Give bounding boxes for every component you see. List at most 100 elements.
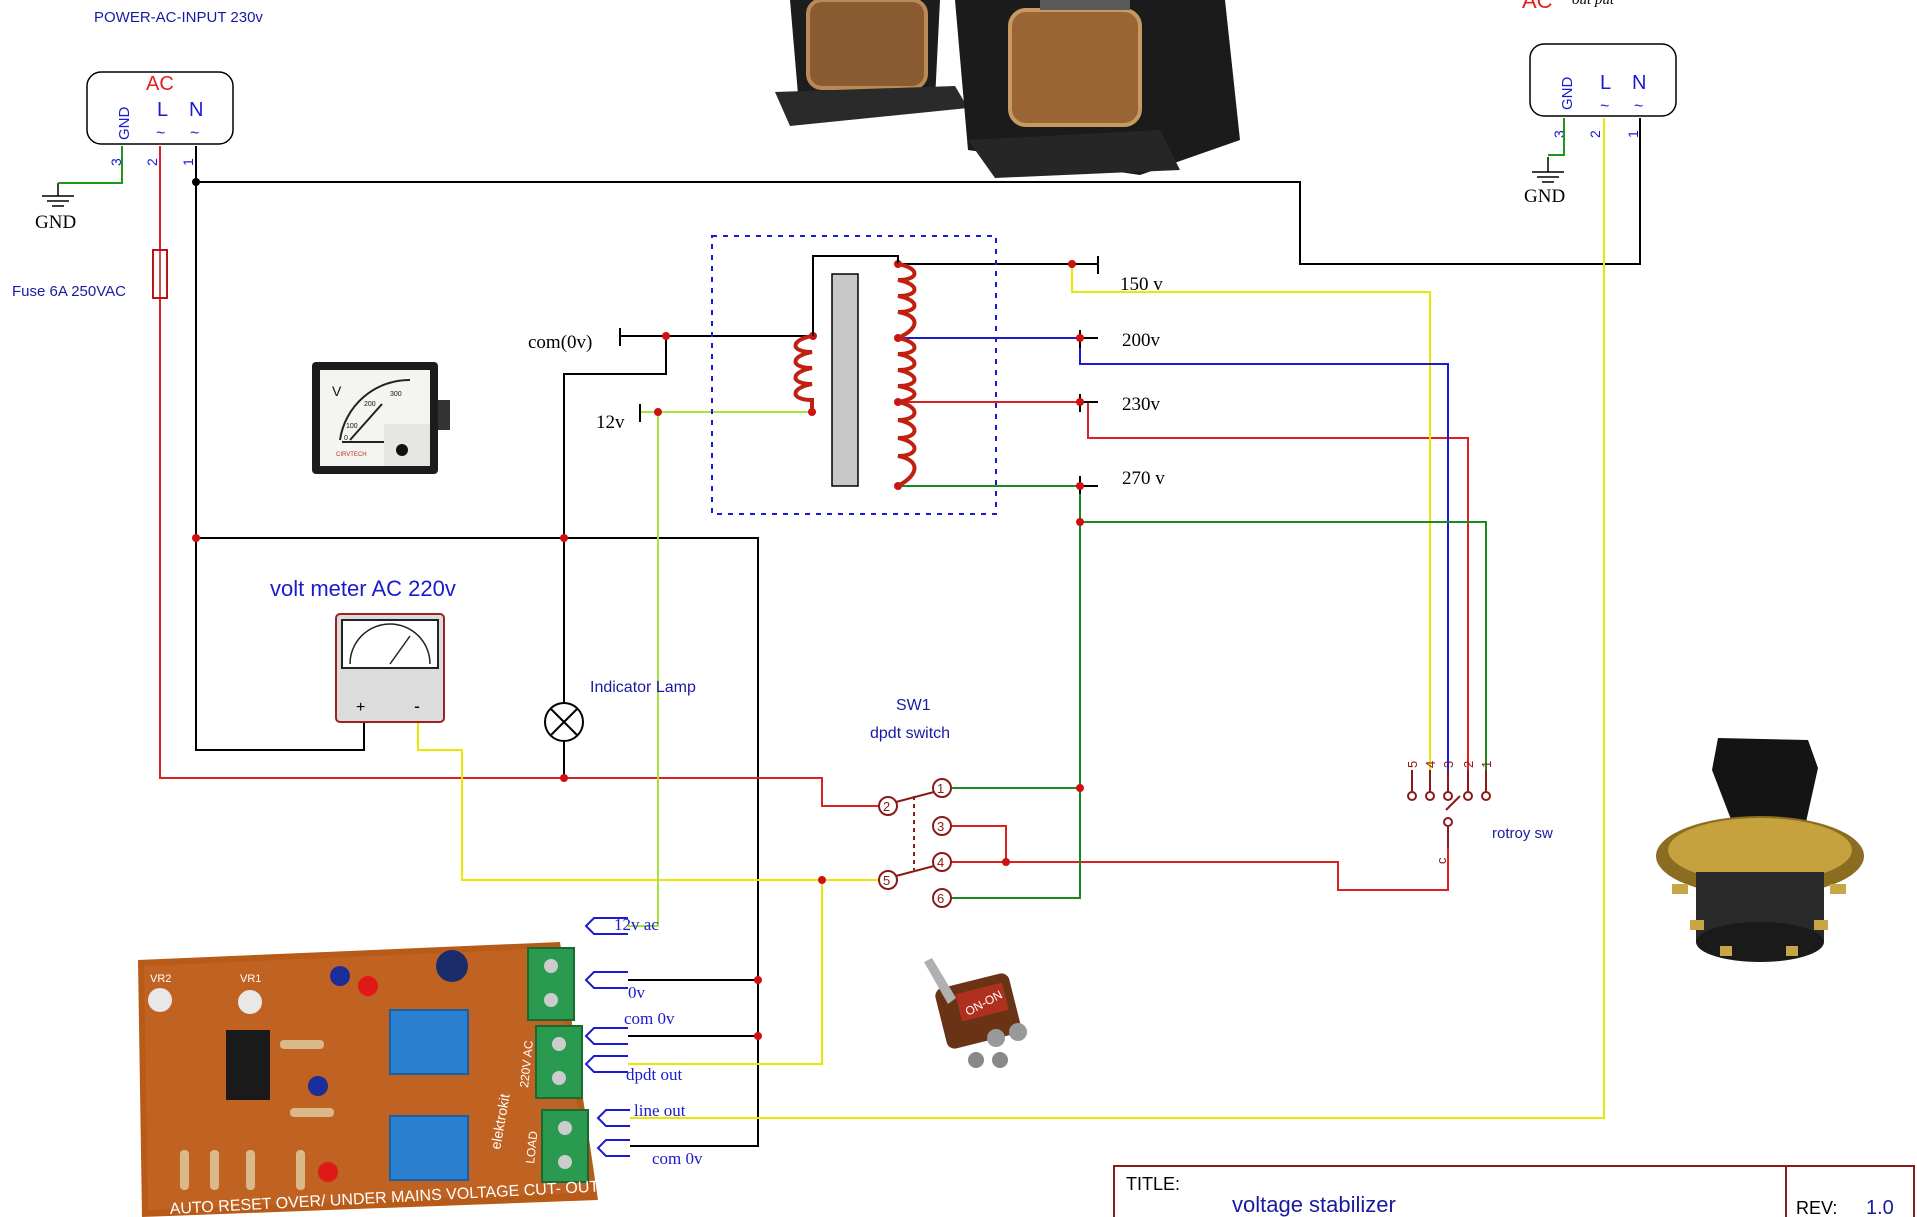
wire-sw1-4-rotary-c [952, 825, 1007, 863]
sw1-pin1: 1 [937, 781, 944, 796]
label-230v: 230v [1122, 394, 1161, 415]
ac-output-n-label: N [1632, 72, 1646, 94]
wire-output-ground [1548, 118, 1565, 156]
voltmeter-title: volt meter AC 220v [270, 576, 456, 601]
title-block: TITLE: voltage stabilizer REV: 1.0 [1113, 1165, 1915, 1217]
pcb-vr2: VR2 [150, 973, 171, 985]
voltmeter-photo-v: V [332, 383, 342, 399]
wire-270-route [952, 486, 1081, 899]
wire-dpdt-out [628, 880, 823, 1065]
secondary-coil [896, 262, 917, 488]
pcb-terminal-0v: 0v [628, 983, 646, 1002]
rotary-pin3: 3 [1441, 761, 1456, 768]
wire-neutral-main [195, 118, 1641, 265]
ac-input-pin2: 2 [144, 158, 160, 166]
wire-neutral-down [195, 182, 365, 751]
primary-coil [793, 334, 814, 412]
transformer-core [831, 273, 859, 487]
sw1-dpdt-switch: SW1 dpdt switch 1 2 3 4 5 6 [870, 697, 952, 908]
fuse-label: Fuse 6A 250VAC [12, 283, 126, 300]
ac-output-pin1: 1 [1625, 130, 1641, 138]
ac-input-pin1: 1 [180, 158, 196, 166]
ac-output-caption: out put [1572, 0, 1615, 8]
pcb-terminal-dpdt-out: dpdt out [626, 1065, 682, 1084]
ac-output-connector: AC out put GND L N ~ ~ 3 2 1 [1522, 0, 1677, 138]
voltmeter-symbol: volt meter AC 220v + - [270, 576, 456, 723]
pcb-terminal-labels: 12v ac 0v com 0v dpdt out line out com 0… [614, 915, 703, 1168]
pcb-ac220: 220V AC [517, 1039, 536, 1088]
sw1-name: SW1 [896, 697, 931, 714]
label-com-0v: com(0v) [528, 332, 592, 353]
sw1-pin6: 6 [937, 891, 944, 906]
fuse: Fuse 6A 250VAC [12, 249, 168, 300]
ac-input-ac-label: AC [146, 73, 174, 95]
sw1-type: dpdt switch [870, 725, 950, 742]
pcb-terminal-com2: com 0v [652, 1149, 703, 1168]
output-ground-symbol: GND [1524, 157, 1565, 207]
rev-label: REV: [1796, 1198, 1837, 1217]
wire-com-0v-down [563, 336, 667, 680]
voltmeter-photo-brand: CIRVTECH [336, 452, 367, 458]
ac-input-n-label: N [189, 99, 203, 121]
wire-tap-150 [1071, 264, 1431, 770]
wire-output-line [598, 118, 1605, 1119]
toggle-switch-photo: ON-ON [924, 958, 1027, 1068]
voltmeter-photo: V 100 200 300 0 CIRVTECH [312, 362, 450, 474]
ac-input-pin3: 3 [108, 158, 124, 166]
input-ground-label: GND [35, 212, 76, 233]
wire-input-ground [58, 146, 123, 184]
wire-line-input-2 [159, 298, 888, 807]
ac-output-pin2: 2 [1587, 130, 1603, 138]
ac-output-pin3: 3 [1551, 130, 1567, 138]
wires [58, 118, 1641, 1147]
input-ground-symbol: GND [35, 183, 76, 233]
label-12v: 12v [596, 412, 625, 433]
ac-output-n-tilde: ~ [1634, 98, 1643, 115]
wire-voltmeter-minus [417, 716, 888, 881]
pcb-load: LOAD [523, 1130, 540, 1164]
ac-input-title: POWER-AC-INPUT 230v [94, 9, 263, 26]
voltmeter-photo-200: 200 [364, 401, 376, 408]
sw1-pin2: 2 [883, 799, 890, 814]
rev-value: 1.0 [1866, 1197, 1894, 1217]
voltmeter-plus: + [356, 699, 365, 716]
sw1-pin3: 3 [937, 819, 944, 834]
rotary-pin2: 2 [1461, 761, 1476, 768]
wire-270-rotary [1080, 521, 1487, 770]
ac-input-n-tilde: ~ [190, 125, 199, 142]
voltmeter-photo-0: 0 [344, 435, 348, 442]
ac-input-gnd-label: GND [116, 107, 133, 141]
transformer-symbol: com(0v) 12v 150 v 200v 230v 270 v [528, 235, 1165, 515]
rotary-label: rotroy sw [1492, 825, 1553, 842]
wire-tap-230-route [1080, 401, 1469, 770]
sw1-pin5: 5 [883, 873, 890, 888]
indicator-lamp-label: Indicator Lamp [590, 679, 696, 696]
wire-sw4-rotary [1006, 848, 1449, 891]
rotary-pin-c: c [1434, 857, 1449, 864]
rotary-switch-photo [1656, 738, 1864, 962]
ac-input-connector: POWER-AC-INPUT 230v AC GND L N ~ ~ 3 2 1 [86, 9, 263, 166]
transformer-photo [775, 0, 1240, 178]
pcb-vr1: VR1 [240, 973, 261, 985]
label-270v: 270 v [1122, 468, 1165, 489]
cutout-pcb: VR2 VR1 elektrokit 220V AC LOAD AUTO RES… [138, 942, 600, 1217]
title-label: TITLE: [1126, 1174, 1180, 1194]
ac-output-l-tilde: ~ [1600, 98, 1609, 115]
title-text: voltage stabilizer [1232, 1192, 1396, 1217]
output-ground-label: GND [1524, 186, 1565, 207]
voltmeter-photo-100: 100 [346, 423, 358, 430]
voltmeter-minus: - [414, 696, 420, 716]
rotary-pin5: 5 [1405, 761, 1420, 768]
rotary-switch: 5 4 3 2 1 c rotroy sw [1405, 761, 1553, 864]
wire-12v-down [628, 412, 659, 927]
pcb-terminal-line-out: line out [634, 1101, 686, 1120]
ac-input-l-tilde: ~ [156, 125, 165, 142]
wire-tap-200-route [1079, 338, 1449, 770]
ac-output-ac-label: AC [1522, 0, 1553, 13]
label-200v: 200v [1122, 330, 1161, 351]
pcb-terminal-12v-ac: 12v ac [614, 915, 659, 934]
indicator-lamp: Indicator Lamp [544, 679, 696, 742]
ac-output-l-label: L [1600, 72, 1611, 94]
junction-dots [192, 178, 1084, 1040]
